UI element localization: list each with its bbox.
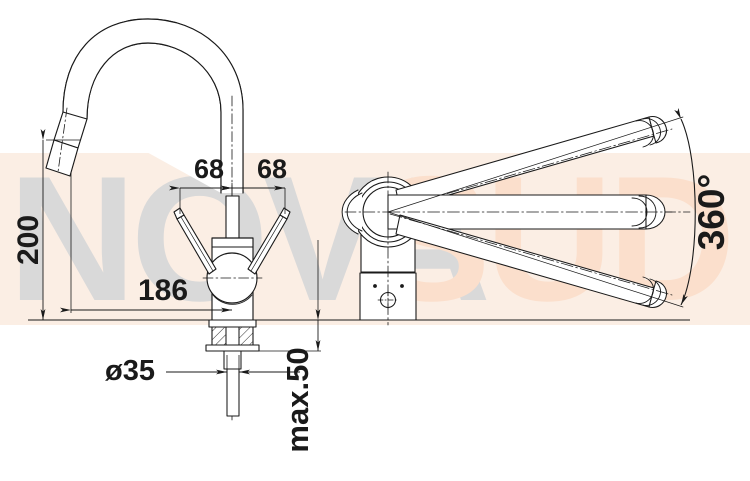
dimension-swivel-360	[674, 108, 696, 306]
base-fixing-dot-left	[373, 284, 377, 288]
dimension-reach-186	[60, 172, 232, 313]
dimension-label-swivel-360: 360°	[691, 174, 732, 251]
dimension-handle-swing	[169, 183, 286, 214]
supply-shank	[226, 368, 240, 417]
dim-360-arc	[674, 108, 696, 306]
lever-arm-left-edge	[180, 216, 214, 272]
spout-arm-center-position	[387, 194, 673, 230]
spout-gooseneck	[62, 18, 244, 194]
dimension-label-reach-186: 186	[138, 274, 188, 307]
riser-stub	[225, 195, 240, 243]
spout-outlet-tip	[45, 107, 88, 177]
outlet-collar-lower	[45, 139, 79, 177]
spout-arm-lower-cap-outer	[648, 280, 667, 308]
spout-arm-lower-position	[389, 213, 673, 308]
spout-arm-upper-cap-inner	[635, 120, 654, 148]
swivel-leader-upper	[387, 116, 684, 213]
dimension-hole-d35	[166, 355, 300, 392]
dimension-label-deck-max50: max.50	[280, 347, 315, 452]
dimension-label-handle-left-68: 68	[194, 154, 224, 184]
dimension-label-hole-d35: ø35	[105, 355, 155, 387]
outlet-centerline	[57, 107, 68, 173]
spout-arm-upper-cap-mid	[642, 118, 661, 146]
base-flange	[208, 319, 257, 328]
ball-joint	[206, 252, 258, 304]
spout-arm-lower-cap-inner	[635, 276, 654, 304]
lever-arm-right-edge	[250, 216, 284, 272]
swivel-leader-lower	[387, 211, 684, 308]
spout-arm-upper-cap-outer	[648, 116, 667, 144]
deck-mounting-assembly	[205, 319, 260, 417]
base-fixing-dot-right	[400, 284, 404, 288]
dimension-label-handle-right-68: 68	[257, 154, 287, 184]
dimension-height-200	[40, 129, 80, 320]
front-elevation-view	[45, 18, 291, 421]
swivel-projection-leaders	[387, 116, 684, 308]
ball-joint-arc	[212, 294, 253, 305]
dimension-deck-max50	[259, 240, 321, 352]
shank-upper	[225, 326, 240, 348]
dimension-label-height-200: 200	[12, 215, 45, 265]
top-plan-view	[341, 116, 691, 326]
spout-arm-lower-cap-mid	[642, 278, 661, 306]
mounting-washer	[205, 344, 260, 352]
spout-inner-line	[86, 42, 222, 194]
spout-body-fill	[63, 19, 243, 193]
mounting-nut	[223, 350, 242, 370]
spout-outer-line	[62, 18, 244, 194]
